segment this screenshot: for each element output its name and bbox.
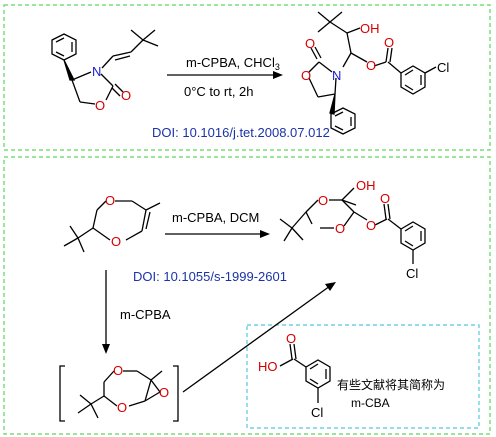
int-epoxide-oxygen: O	[159, 385, 169, 400]
dioxin-starting-material	[63, 200, 161, 253]
start-carbonyl-oxygen-label: O	[121, 88, 131, 103]
bottom-doi: DOI: 10.1055/s-1999-2601	[133, 269, 287, 284]
product-chlorine-label: Cl	[437, 60, 449, 75]
start-nitrogen-label: N	[92, 64, 101, 79]
dioxane-product	[279, 187, 426, 264]
p-ring-oxygen-1: O	[318, 193, 328, 208]
down-arrow	[102, 270, 110, 354]
inset-note-line1: 有些文献将其简称为	[337, 377, 445, 392]
int-ring-oxygen-1: O	[113, 363, 123, 378]
sm-ring-oxygen-1: O	[105, 193, 115, 208]
sm-ring-oxygen-2: O	[111, 234, 121, 249]
bottom-panel-frame	[3, 156, 491, 435]
product-carbonyl-oxygen-label: O	[305, 36, 315, 51]
bottom-main-arrow	[165, 230, 270, 238]
product-hydroxyl-label: OH	[360, 21, 380, 36]
inset-carbonyl-oxygen: O	[286, 331, 296, 346]
p-hydroxyl-label: OH	[356, 178, 376, 193]
product-ester-carbonyl-oxygen-label: O	[384, 35, 394, 50]
p-carbonyl-oxygen: O	[380, 191, 390, 206]
down-reagent-label: m-CPBA	[120, 307, 171, 322]
p-ester-oxygen: O	[366, 218, 376, 233]
start-ring-oxygen-label: O	[95, 98, 105, 113]
starting-material-oxazolidinone	[51, 29, 159, 105]
product-nitrogen-label: N	[332, 68, 341, 83]
diagonal-arrow	[182, 282, 336, 393]
inset-chlorine-label: Cl	[311, 405, 323, 420]
top-reagent-line1: m-CPBA, CHCl3	[186, 55, 280, 72]
p-ring-oxygen-2: O	[335, 221, 345, 236]
inset-note-line2: m-CBA	[351, 396, 390, 410]
product-hydroxy-ester	[308, 11, 437, 135]
inset-box-frame	[246, 324, 480, 429]
chlorobenzoic-acid-structure	[279, 343, 331, 403]
int-ring-oxygen-2: O	[117, 400, 127, 415]
top-reagent-line2: 0°C to rt, 2h	[184, 84, 254, 99]
epoxide-intermediate	[59, 365, 179, 422]
product-ester-oxygen-label: O	[366, 58, 376, 73]
top-reaction-arrow	[167, 71, 283, 79]
p-chlorine-label: Cl	[406, 266, 418, 281]
top-doi: DOI: 10.1016/j.tet.2008.07.012	[152, 125, 330, 140]
bottom-reagent-main: m-CPBA, DCM	[172, 210, 259, 225]
inset-hydroxyl-label: HO	[258, 359, 278, 374]
product-ring-oxygen-label: O	[301, 68, 311, 83]
